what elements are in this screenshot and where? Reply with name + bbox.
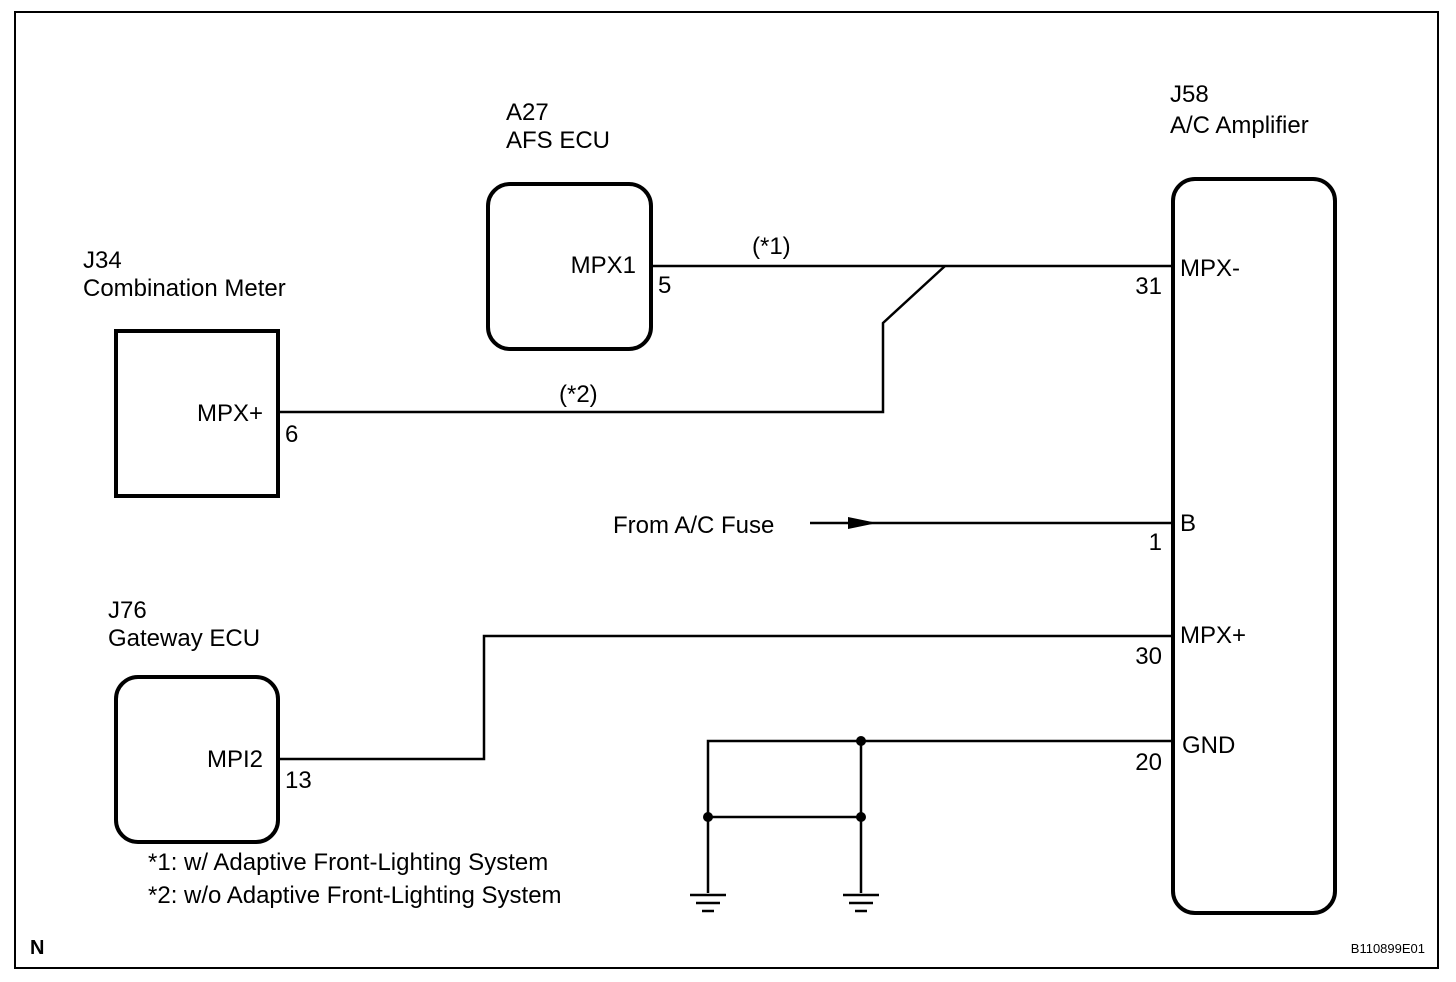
gateway-ecu-pin-num: 13 xyxy=(285,767,312,794)
arrow-right-icon xyxy=(848,517,877,529)
corner-mark: N xyxy=(30,937,44,959)
combination-meter-name: Combination Meter xyxy=(83,275,286,302)
wire-gnd-left xyxy=(706,739,1173,893)
note-1: *1: w/ Adaptive Front-Lighting System xyxy=(148,849,548,876)
junction-dot xyxy=(856,736,866,746)
wire-label-2: (*2) xyxy=(559,381,598,408)
afs-ecu-name: AFS ECU xyxy=(506,127,610,154)
combination-meter-pin-name: MPX+ xyxy=(197,400,263,427)
ac-amp-pin-30: 30 xyxy=(1135,643,1162,670)
combination-meter-pin-num: 6 xyxy=(285,421,298,448)
gateway-ecu: J76 Gateway ECU MPI2 13 xyxy=(108,597,312,844)
afs-ecu-code: A27 xyxy=(506,99,549,126)
ac-amp-pin-b: B xyxy=(1180,510,1196,537)
combination-meter-code: J34 xyxy=(83,247,122,274)
wire-meter-to-amp xyxy=(278,265,946,414)
ac-amplifier-code: J58 xyxy=(1170,81,1209,108)
junction-dot xyxy=(703,812,713,822)
ac-amp-pin-20: 20 xyxy=(1135,749,1162,776)
afs-ecu-pin-name: MPX1 xyxy=(571,252,636,279)
ac-amp-pin-mpx-minus: MPX- xyxy=(1180,255,1240,282)
gateway-ecu-name: Gateway ECU xyxy=(108,625,260,652)
afs-ecu: A27 AFS ECU MPX1 5 xyxy=(486,99,671,351)
combination-meter: J34 Combination Meter MPX+ 6 xyxy=(83,247,298,498)
ac-amp-pin-mpx-plus: MPX+ xyxy=(1180,622,1246,649)
gateway-ecu-code: J76 xyxy=(108,597,147,624)
wire-label-1: (*1) xyxy=(752,233,791,260)
ac-amplifier-box xyxy=(1171,177,1337,915)
wire-gateway-to-amp xyxy=(278,634,1173,761)
gateway-ecu-pin-name: MPI2 xyxy=(207,746,263,773)
junction-dot xyxy=(856,812,866,822)
diagram-frame xyxy=(14,11,1439,969)
ground-icon xyxy=(843,893,879,913)
ground-icon xyxy=(690,893,726,913)
ac-amp-pin-31: 31 xyxy=(1135,273,1162,300)
ac-amplifier-name: A/C Amplifier xyxy=(1170,112,1309,139)
figure-id: B110899E01 xyxy=(1351,941,1425,956)
afs-ecu-pin-num: 5 xyxy=(658,272,671,299)
ac-amp-pin-1: 1 xyxy=(1149,529,1162,556)
combination-meter-box xyxy=(114,329,280,498)
ac-amp-pin-gnd: GND xyxy=(1182,732,1235,759)
fuse-label: From A/C Fuse xyxy=(613,512,774,539)
ac-amplifier: J58 A/C Amplifier MPX- 31 B 1 MPX+ 30 GN… xyxy=(1135,81,1337,915)
note-2: *2: w/o Adaptive Front-Lighting System xyxy=(148,882,562,909)
